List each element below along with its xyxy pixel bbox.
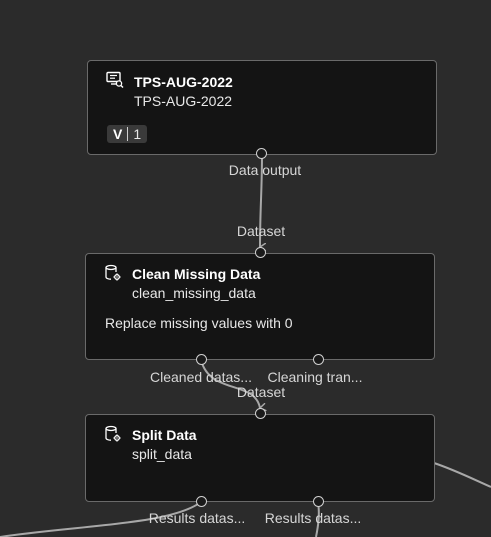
split-input-port[interactable] [255, 408, 266, 419]
dataset-node-title: TPS-AUG-2022 [134, 74, 233, 90]
database-gear-icon [104, 264, 122, 282]
version-letter: V [113, 126, 123, 142]
connection-clean-to-split [200, 359, 260, 408]
dataset-output-port[interactable] [256, 148, 267, 159]
clean-input-port[interactable] [255, 247, 266, 258]
connection-dataset-to-clean [260, 153, 262, 247]
clean-output-port-cleaned[interactable] [196, 354, 207, 365]
version-divider [127, 127, 129, 141]
split-node-subtitle: split_data [132, 446, 192, 462]
version-number: 1 [133, 126, 142, 142]
split-output-port-1[interactable] [196, 496, 207, 507]
connection-offscreen-right [433, 462, 491, 488]
clean-node-subtitle: clean_missing_data [132, 285, 256, 301]
clean-node-title: Clean Missing Data [132, 266, 261, 282]
split-output-port-2[interactable] [313, 496, 324, 507]
clean-node-description: Replace missing values with 0 [105, 315, 293, 331]
clean-output-label-transform: Cleaning tran... [267, 369, 363, 385]
dataset-output-label: Data output [228, 162, 302, 178]
clean-output-label-cleaned: Cleaned datas... [150, 369, 252, 385]
split-input-label: Dataset [236, 384, 286, 400]
dataset-monitor-icon [106, 71, 124, 89]
version-badge: V 1 [107, 125, 148, 143]
clean-missing-data-node[interactable]: Clean Missing Data clean_missing_data Re… [85, 253, 435, 360]
dataset-node-subtitle: TPS-AUG-2022 [134, 93, 233, 109]
clean-input-label: Dataset [236, 223, 286, 239]
split-output-label-2: Results datas... [264, 510, 362, 526]
clean-output-port-transform[interactable] [313, 354, 324, 365]
split-node-title: Split Data [132, 427, 197, 443]
database-gear-icon [104, 425, 122, 443]
connection-offscreen-left [0, 501, 202, 537]
dataset-node[interactable]: TPS-AUG-2022 TPS-AUG-2022 V 1 [87, 60, 437, 155]
split-output-label-1: Results datas... [148, 510, 246, 526]
split-data-node[interactable]: Split Data split_data [85, 414, 435, 502]
